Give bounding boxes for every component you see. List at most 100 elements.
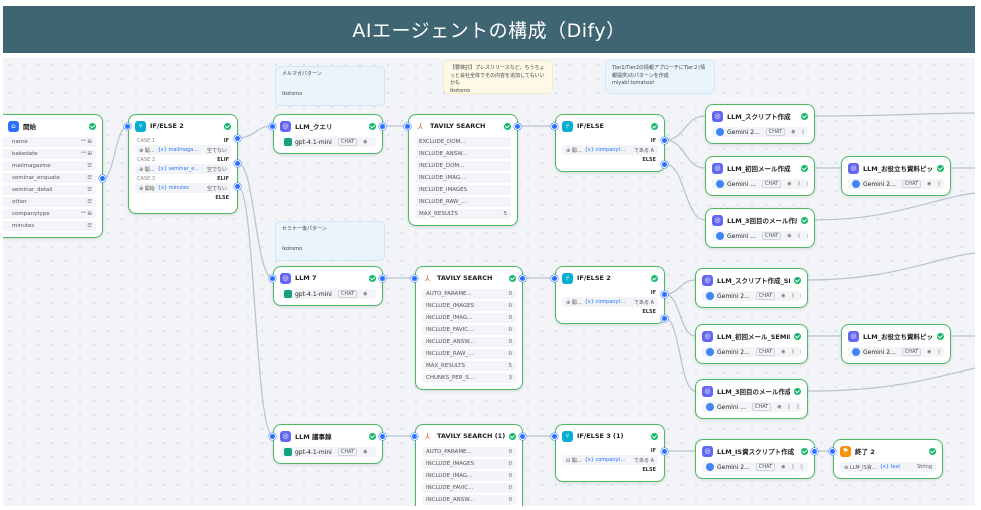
llm-material-pickup-node[interactable]: ◎LLM_お役立ち資料ピックアップGemini 2...CHAT◉▯▯↲ [841,156,951,196]
param-row[interactable]: INCLUDE_FAVIC...0 [422,483,516,493]
param-row[interactable]: EXCLUDE_DOM... [415,137,511,147]
model-row[interactable]: Gemini 2...CHAT◉▯▯↲ [702,347,801,357]
llm-material-pickup-node-2[interactable]: ◎LLM_お役立ち資料ピックアップGemini 2...CHAT◉▯▯↲ [841,324,951,364]
condition-row[interactable]: ⊕ 開...{x} companyt...である A [562,145,658,155]
output-port[interactable] [379,275,386,282]
model-row[interactable]: Gemini 2...CHAT◉▯▯↲ [702,291,801,301]
llm-script-seminar-node[interactable]: ◎LLM_スクリプト作成_SEMINARGemini 2...CHAT◉▯▯↲ [695,268,808,308]
input-port[interactable] [411,433,418,440]
ifelse2b-node[interactable]: ⑂IF/ELSE 2 IF ⊕ 開...{x} companyt...である A… [555,266,665,324]
param-row[interactable]: INCLUDE_ANSW...0 [422,337,516,347]
input-port[interactable] [551,123,558,130]
condition-row[interactable]: ⊕ 開...{x} mailmaga...空でない [135,145,231,155]
param-row[interactable]: INCLUDE_RAW_... [415,197,511,207]
note-review[interactable]: 【要検討】プレスリリースなど、ちうちょっと会社全体でその内容を追加してもいいかも… [443,60,553,94]
input-port[interactable] [411,275,418,282]
param-row[interactable]: INCLUDE_FAVIC...0 [422,325,516,335]
param-row[interactable]: INCLUDE_ANSW...0 [422,495,516,505]
output-port[interactable] [661,137,668,144]
note-tier[interactable]: Tier1/Tier2の情報アプローチにTier２(情報提供)のパターンを作成 … [605,60,715,94]
output-port[interactable] [379,433,386,440]
output-port[interactable] [661,291,668,298]
model-row[interactable]: Gemini ...CHAT◉▯▯↲ [702,402,801,412]
model-row[interactable]: Gemini ...CHAT◉▯▯↲ [712,179,808,189]
start-variable-row[interactable]: minutes☰ [3,221,96,231]
param-row[interactable]: INCLUDE_ANSW... [415,149,511,159]
input-port[interactable] [829,448,836,455]
input-port[interactable] [551,433,558,440]
output-port[interactable] [661,448,668,455]
start-variable-row[interactable]: other☰ [3,197,96,207]
output-port[interactable] [514,123,521,130]
condition-row[interactable]: ⊟ 開...{x} companyt...である A [562,455,658,465]
note-mail-pattern[interactable]: メルマガパターン ikotomo [275,66,385,106]
condition-row[interactable]: ⊕ 開...{x} companyt...である A [562,297,658,307]
model-row[interactable]: Gemini 2...CHAT◉▯▯↲ [712,127,808,137]
condition-row[interactable]: ⊕ 開...{x} seminar_e...空でない [135,164,231,174]
note-seminar-pattern[interactable]: セミナー後パターン ikotomo [275,221,385,261]
model-row[interactable]: Gemini 2...CHAT◉▯▯↲ [848,347,944,357]
output-port[interactable] [661,315,668,322]
output-port[interactable] [379,123,386,130]
model-row[interactable]: Gemini 2...CHAT◉▯▯↲ [702,462,808,472]
output-port[interactable] [519,433,526,440]
output-port[interactable] [234,183,241,190]
param-row[interactable]: INCLUDE_RAW_...0 [422,349,516,359]
output-port[interactable] [811,448,818,455]
start-variable-row[interactable]: seminar_enquate☰ [3,173,96,183]
param-row[interactable]: AUTO_PARAME...0 [422,447,516,457]
input-port[interactable] [269,433,276,440]
output-port[interactable] [234,135,241,142]
output-port[interactable] [99,175,106,182]
param-row[interactable]: INCLUDE_IMAGES [415,185,511,195]
model-row[interactable]: Gemini 2...CHAT◉▯▯↲ [848,179,944,189]
param-row[interactable]: INCLUDE_IMAG... [415,173,511,183]
output-port[interactable] [519,275,526,282]
ifelse3-node[interactable]: ⑂IF/ELSE 3 (1) IF ⊟ 開...{x} companyt...で… [555,424,665,482]
ifelse-node[interactable]: ⑂IF/ELSE IF ⊕ 開...{x} companyt...である A E… [555,114,665,172]
tavily-search-node[interactable]: ⅄TAVILY SEARCH EXCLUDE_DOM...INCLUDE_ANS… [408,114,518,226]
start-variable-row[interactable]: seminar_detail☰ [3,185,96,195]
input-port[interactable] [404,123,411,130]
input-port[interactable] [269,123,276,130]
input-port[interactable] [124,123,131,130]
input-port[interactable] [269,275,276,282]
input-port[interactable] [551,275,558,282]
param-row[interactable]: INCLUDE_IMAG...0 [422,471,516,481]
llm-first-mail-seminar-node[interactable]: ◎LLM_初回メール_SEMINARGemini 2...CHAT◉▯▯↲ [695,324,808,364]
param-row[interactable]: INCLUDE_DOM... [415,161,511,171]
param-row[interactable]: AUTO_PARAME...0 [422,289,516,299]
workflow-canvas[interactable]: メルマガパターン ikotomo 【要検討】プレスリリースなど、ちうちょっと会社… [3,58,975,506]
param-row[interactable]: INCLUDE_IMAG...0 [422,313,516,323]
output-port[interactable] [661,161,668,168]
model-row[interactable]: Gemini ...CHAT◉▯▯↲ [712,231,808,241]
output-port[interactable] [234,160,241,167]
start-variable-row[interactable]: mailmagazine☰ [3,161,96,171]
param-row[interactable]: CHUNKS_PER_S...3 [422,373,516,383]
